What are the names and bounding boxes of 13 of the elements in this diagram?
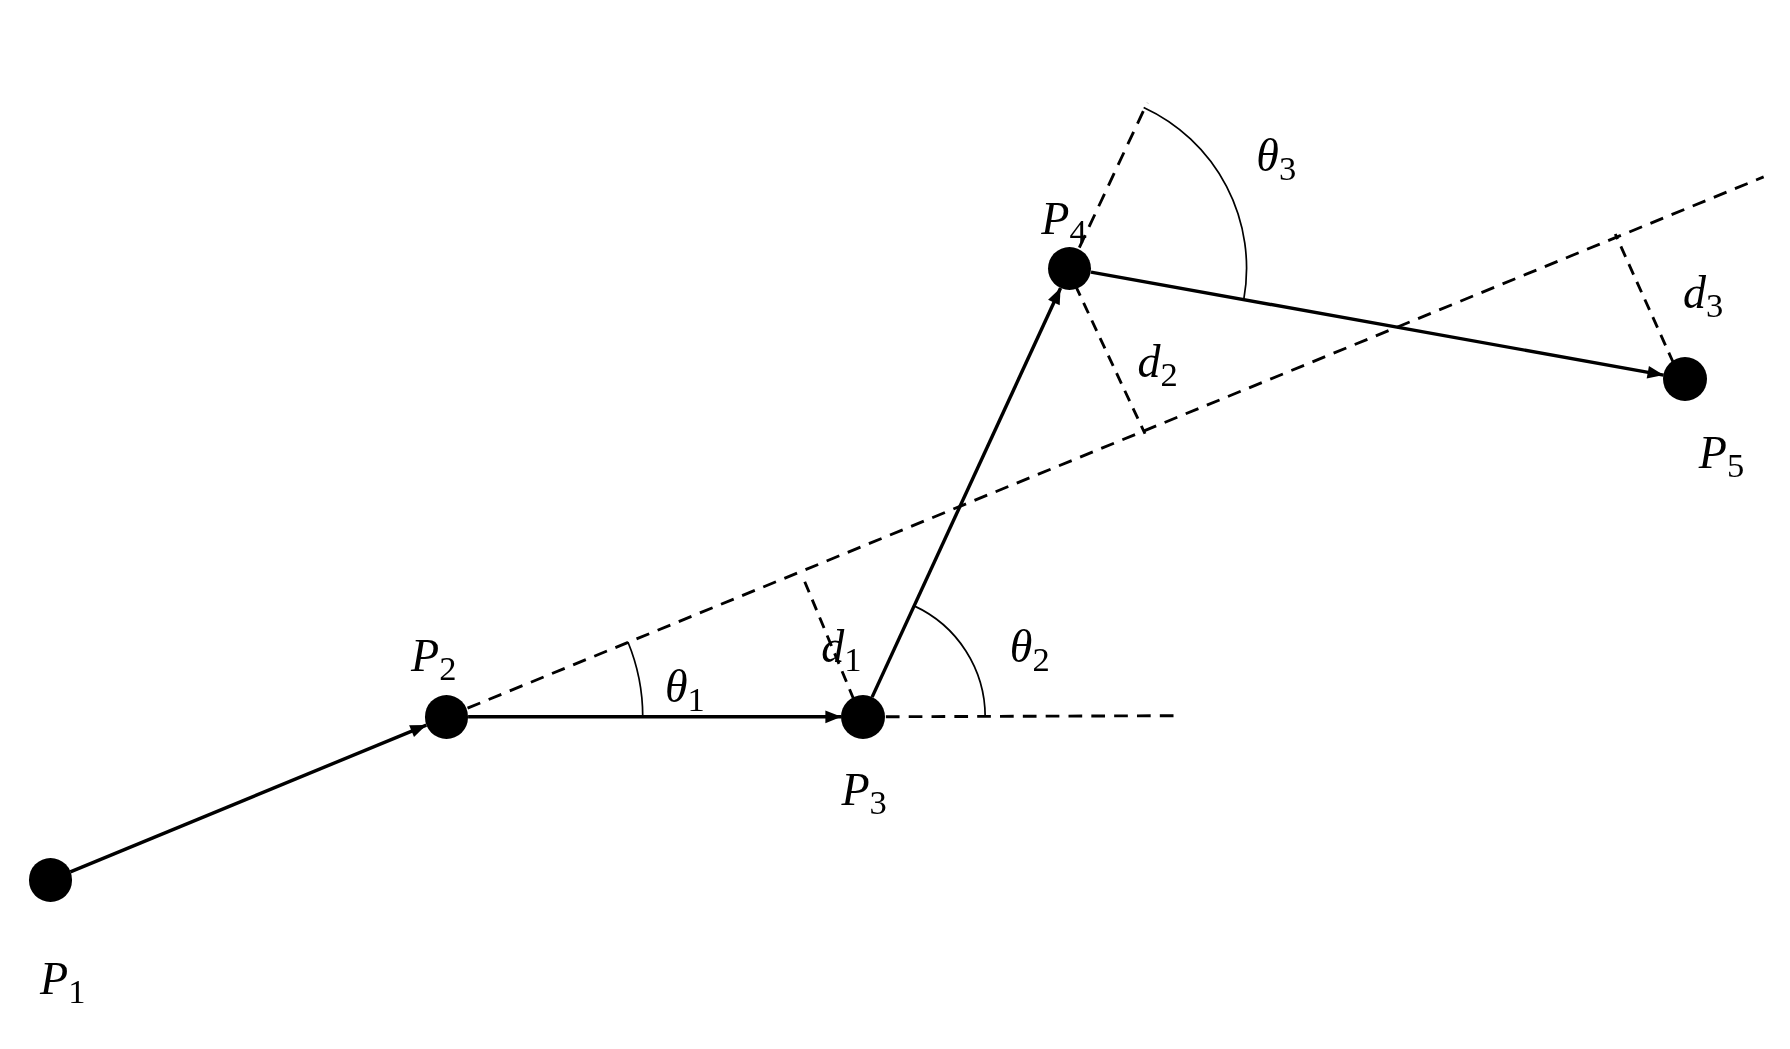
point-label: P$_{1}$ — [40, 956, 86, 1003]
math-label: θ$_{3}$ — [1256, 133, 1297, 180]
arrow — [468, 710, 842, 724]
arrow — [69, 723, 427, 874]
math-label: d$_{3}$ — [1683, 270, 1724, 317]
arrow — [870, 287, 1063, 698]
point-label: P$_{2}$ — [411, 633, 457, 680]
point-label: P$_{3}$ — [841, 766, 887, 813]
math-label: d$_{2}$ — [1137, 338, 1178, 385]
point-label: P$_{5}$ — [1698, 430, 1745, 477]
math-label: θ$_{1}$ — [665, 664, 705, 711]
arrow — [1090, 270, 1664, 379]
math-label: θ$_{2}$ — [1009, 624, 1050, 671]
